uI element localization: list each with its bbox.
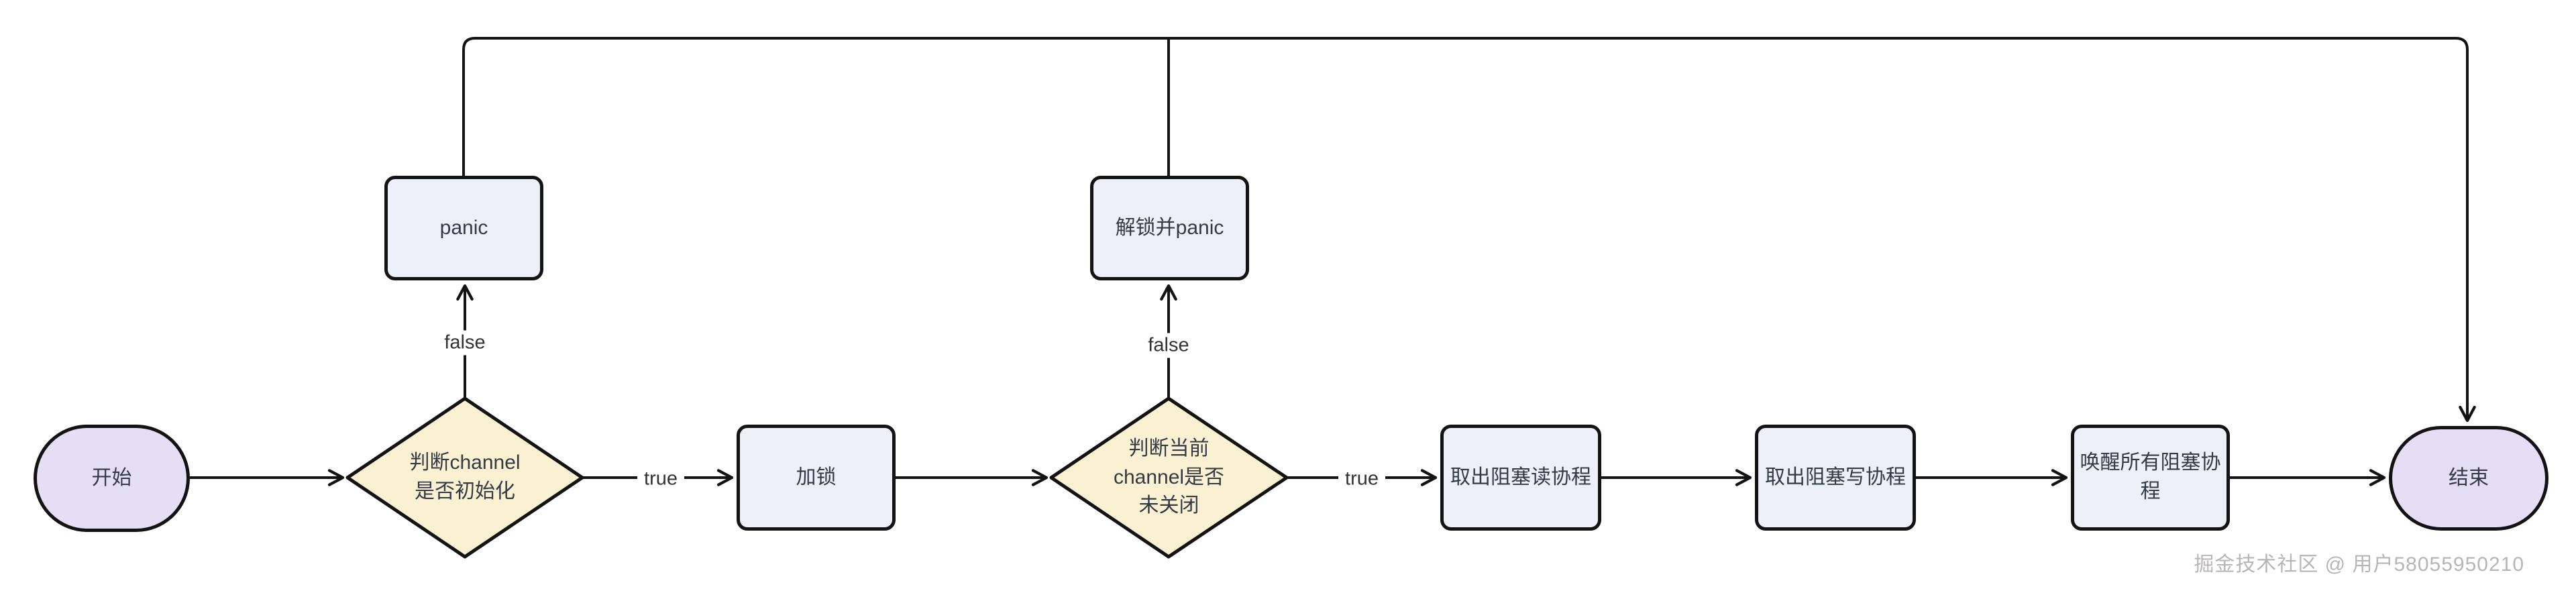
edge-label-init-true: true bbox=[637, 466, 684, 492]
node-take-readers-label: 取出阻塞读协程 bbox=[1450, 466, 1591, 488]
node-take-writers-label: 取出阻塞写协程 bbox=[1765, 466, 1906, 488]
node-unlock-panic: 解锁并panic bbox=[1090, 176, 1249, 280]
node-lock-label: 加锁 bbox=[796, 466, 837, 488]
node-wake-all-label: 唤醒所有阻塞协 程 bbox=[2080, 451, 2221, 502]
node-start: 开始 bbox=[34, 425, 190, 532]
node-lock: 加锁 bbox=[737, 425, 896, 531]
node-panic-label: panic bbox=[439, 216, 488, 239]
edge-label-closed-false: false bbox=[1141, 333, 1196, 358]
node-check-init-label: 判断channel 是否初始化 bbox=[409, 451, 521, 502]
node-panic: panic bbox=[384, 176, 543, 280]
edge-panic-to-end bbox=[462, 37, 2476, 423]
edge-label-init-false: false bbox=[437, 330, 492, 356]
edge-label-closed-true: true bbox=[1338, 466, 1385, 492]
check-closed-diamond-shape bbox=[1049, 396, 1289, 559]
node-end: 结束 bbox=[2389, 426, 2548, 531]
node-unlock-panic-label: 解锁并panic bbox=[1115, 216, 1224, 239]
node-take-writers: 取出阻塞写协程 bbox=[1755, 425, 1916, 531]
check-init-diamond-shape bbox=[345, 396, 584, 559]
node-check-closed-label: 判断当前 channel是否 未关闭 bbox=[1113, 437, 1225, 517]
node-wake-all: 唤醒所有阻塞协 程 bbox=[2071, 425, 2230, 531]
node-check-init: 判断channel 是否初始化 bbox=[347, 398, 582, 557]
watermark: 掘金技术社区 @ 用户58055950210 bbox=[2194, 553, 2524, 576]
node-end-label: 结束 bbox=[2449, 466, 2489, 489]
node-take-readers: 取出阻塞读协程 bbox=[1440, 425, 1601, 531]
node-check-closed: 判断当前 channel是否 未关闭 bbox=[1051, 398, 1287, 557]
node-start-label: 开始 bbox=[91, 466, 132, 489]
